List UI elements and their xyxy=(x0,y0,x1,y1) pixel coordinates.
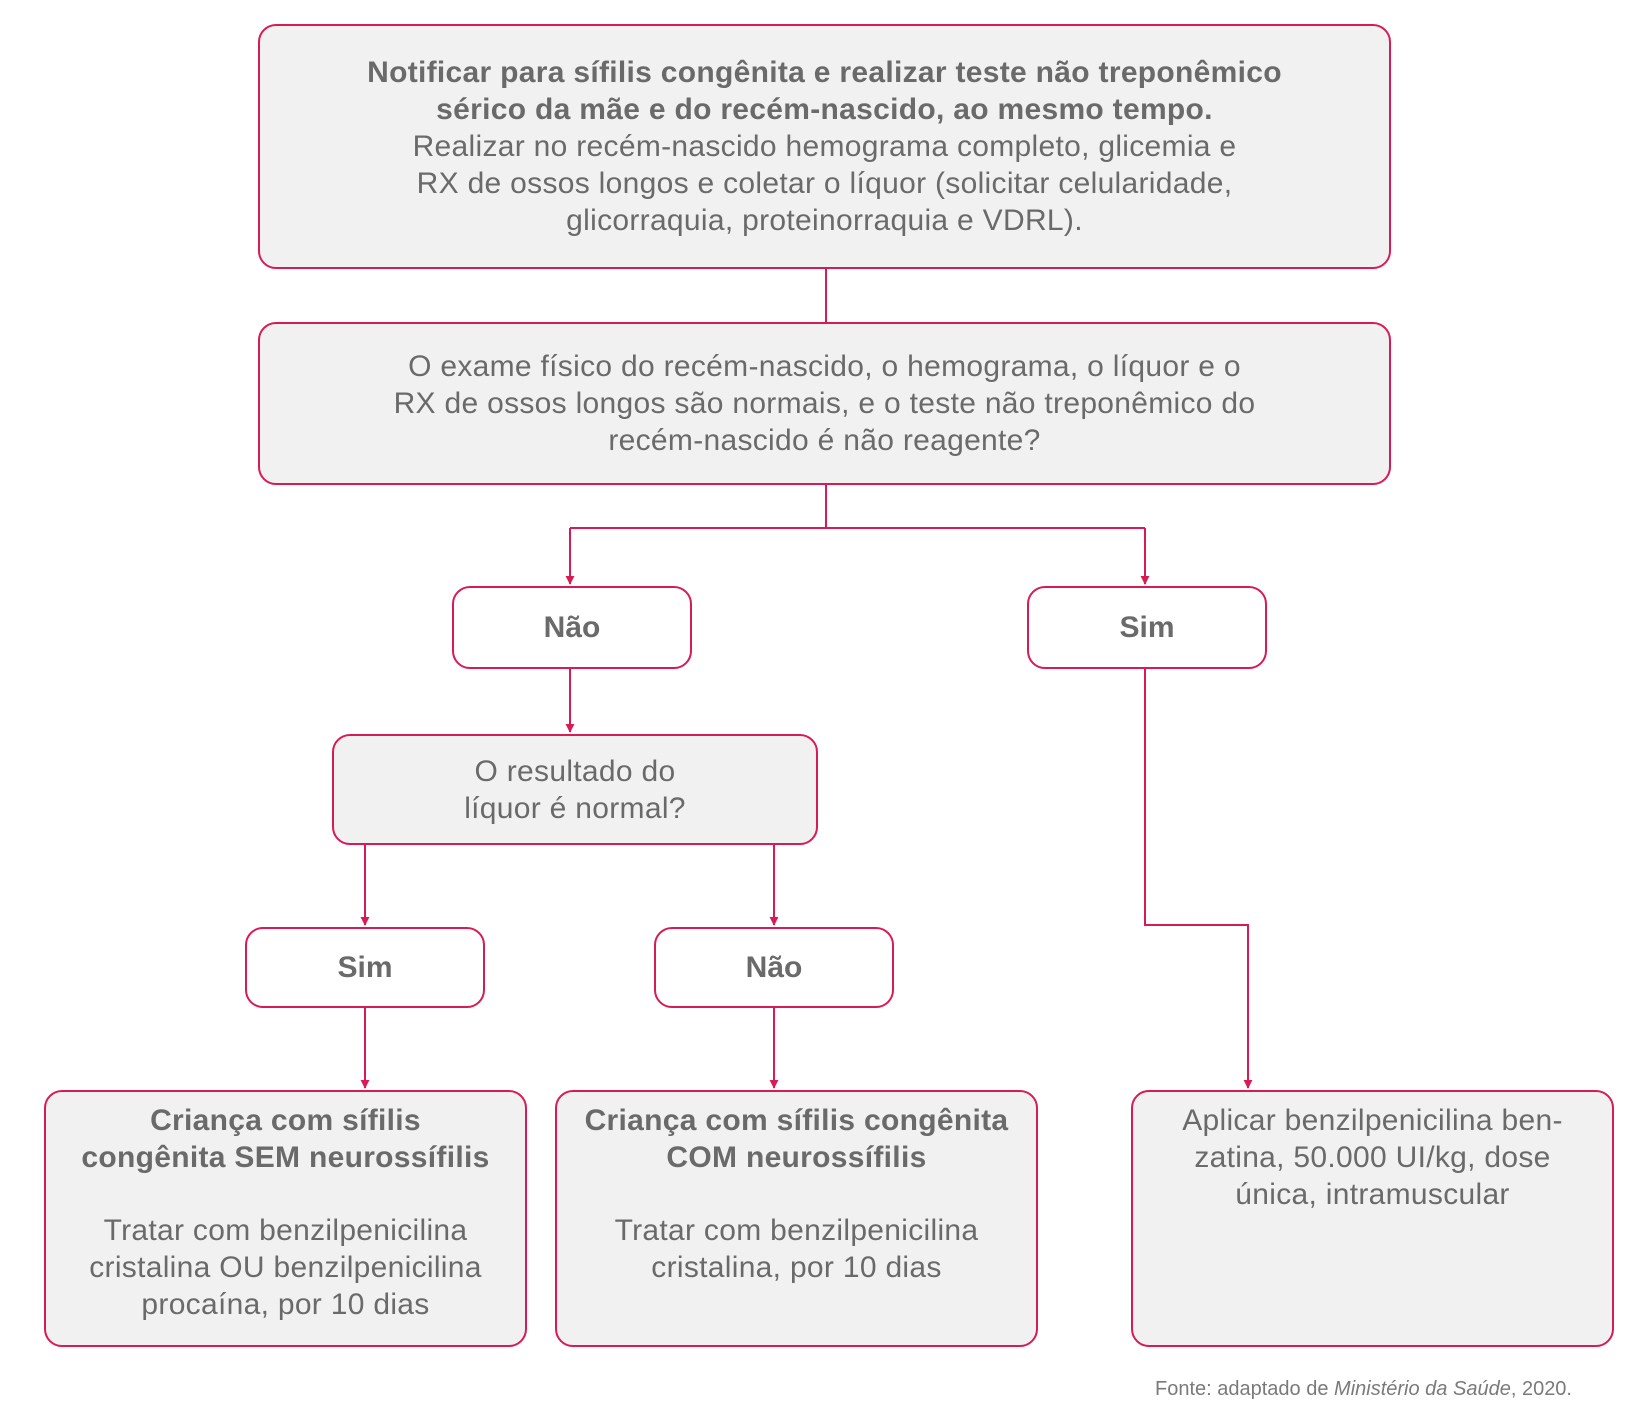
result-benzatina-box: Aplicar benzilpenicilina ben- zatina, 50… xyxy=(1131,1090,1614,1347)
exam-question-line-2: RX de ossos longos são normais, e o test… xyxy=(393,387,1256,420)
notification-box: Notificar para sífilis congênita e reali… xyxy=(258,24,1391,269)
result-com-line-2: cristalina, por 10 dias xyxy=(651,1251,942,1284)
csf-nao-box: Não xyxy=(654,927,894,1008)
branch-nao-box: Não xyxy=(452,586,692,669)
csf-sim-box: Sim xyxy=(245,927,485,1008)
result-benzatina-line-3: única, intramuscular xyxy=(1235,1178,1510,1211)
connector-sim-benzatina xyxy=(1144,669,1253,1089)
result-sem-line-2: cristalina OU benzilpenicilina xyxy=(89,1251,482,1284)
result-sem-neurossifilis-box: Criança com sífilis congênita SEM neuros… xyxy=(44,1090,527,1347)
notification-line-2: RX de ossos longos e coletar o líquor (s… xyxy=(416,167,1233,200)
csf-question-line-2: líquor é normal? xyxy=(464,791,686,825)
branch-nao-label: Não xyxy=(543,610,601,644)
result-sem-line-1: Tratar com benzilpenicilina xyxy=(103,1214,468,1247)
result-com-neurossifilis-box: Criança com sífilis congênita COM neuros… xyxy=(555,1090,1038,1347)
notification-line-1: Realizar no recém-nascido hemograma comp… xyxy=(412,130,1237,163)
source-prefix: Fonte: adaptado de xyxy=(1155,1378,1335,1400)
result-com-line-1: Tratar com benzilpenicilina xyxy=(614,1214,979,1247)
exam-question-line-1: O exame físico do recém-nascido, o hemog… xyxy=(408,350,1241,383)
source-suffix: , 2020. xyxy=(1510,1378,1572,1400)
exam-question-line-3: recém-nascido é não reagente? xyxy=(608,424,1041,457)
csf-question-line-1: O resultado do xyxy=(474,754,676,788)
source-caption: Fonte: adaptado de Ministério da Saúde, … xyxy=(1155,1378,1572,1401)
result-sem-title-1: Criança com sífilis xyxy=(150,1104,421,1137)
result-com-title-1: Criança com sífilis congênita xyxy=(584,1104,1009,1137)
result-com-title-2: COM neurossífilis xyxy=(666,1141,927,1174)
branch-sim-label: Sim xyxy=(1119,610,1175,644)
csf-nao-label: Não xyxy=(745,950,803,984)
notification-bold-line-2: sérico da mãe e do recém-nascido, ao mes… xyxy=(436,93,1213,126)
notification-line-3: glicorraquia, proteinorraquia e VDRL). xyxy=(566,204,1083,237)
result-sem-title-2: congênita SEM neurossífilis xyxy=(81,1141,490,1174)
csf-sim-label: Sim xyxy=(337,950,393,984)
result-benzatina-line-1: Aplicar benzilpenicilina ben- xyxy=(1182,1104,1563,1137)
physical-exam-question-box: O exame físico do recém-nascido, o hemog… xyxy=(258,322,1391,485)
notification-bold-line-1: Notificar para sífilis congênita e reali… xyxy=(367,56,1282,89)
source-reference: Ministério da Saúde xyxy=(1334,1378,1511,1400)
result-benzatina-line-2: zatina, 50.000 UI/kg, dose xyxy=(1194,1141,1551,1174)
csf-question-box: O resultado do líquor é normal? xyxy=(332,734,818,845)
branch-sim-box: Sim xyxy=(1027,586,1267,669)
result-sem-line-3: procaína, por 10 dias xyxy=(141,1288,430,1321)
